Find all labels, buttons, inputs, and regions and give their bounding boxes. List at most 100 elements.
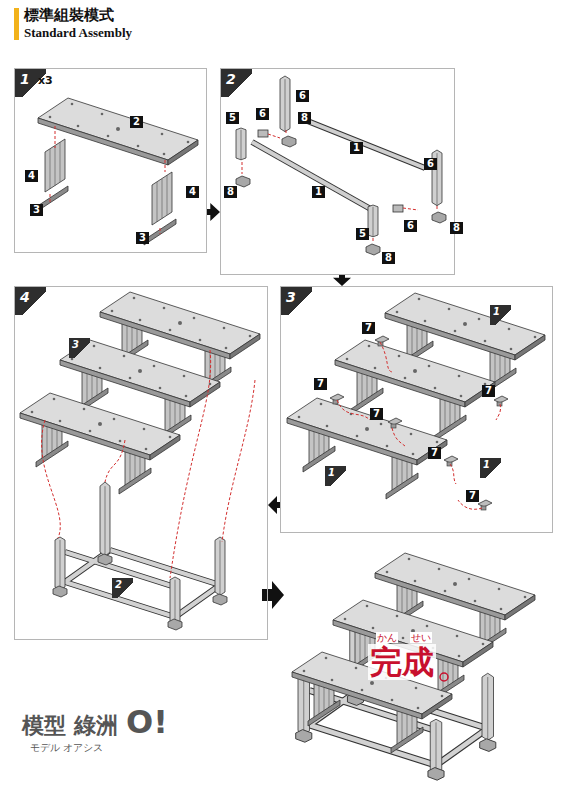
illustration-part: [262, 581, 284, 609]
illustration-part: [50, 126, 165, 234]
callout-number: 7: [428, 447, 441, 459]
illustration-part: [392, 428, 405, 446]
illustration-part: [337, 342, 501, 509]
subtitle: Standard Assembly: [24, 25, 132, 41]
callout-number: 8: [450, 222, 463, 234]
illustration-part: [373, 238, 374, 242]
step-panel: 1x3: [14, 68, 207, 253]
quantity-note: x3: [38, 74, 53, 87]
callout-number: 8: [224, 186, 237, 198]
illustration-part: [252, 142, 376, 212]
callout-number: 5: [356, 228, 369, 240]
furigana: せい: [410, 632, 432, 643]
callout-number: 7: [362, 322, 375, 334]
illustration-part: [337, 400, 370, 420]
illustration-part: [53, 482, 227, 630]
step-panel: 3: [280, 286, 553, 533]
illustration-part: [170, 350, 211, 578]
callout-number: 7: [314, 378, 327, 390]
illustration-part: [287, 398, 447, 499]
illustration-part: [393, 205, 403, 212]
illustration-part: [50, 194, 51, 203]
page-title: 標準組裝模式: [24, 6, 114, 25]
illustration-part: [152, 172, 172, 225]
callout-number: 7: [466, 490, 479, 502]
callout-number: 4: [186, 186, 199, 198]
illustration-part: [300, 118, 425, 168]
illustration-part: [496, 404, 501, 420]
illustration-part: [444, 456, 458, 466]
illustration-part: [242, 130, 437, 242]
illustration-part: [242, 162, 243, 174]
illustration-part: [222, 380, 255, 542]
completion-mark: 完成: [368, 644, 436, 680]
brand-reading: モデル オアシス: [30, 742, 103, 754]
callout-number: 3: [136, 232, 149, 244]
illustration-part: [388, 418, 402, 428]
illustration-part: [252, 142, 376, 212]
illustration-part: [366, 244, 380, 255]
callout-number: 2: [130, 116, 143, 128]
step-arrow: [333, 275, 351, 286]
furigana: かん: [376, 632, 398, 643]
step-panel: 2: [220, 68, 455, 275]
part-badge: 2: [112, 578, 133, 598]
illustration-part: [160, 228, 161, 234]
callout-number: 3: [30, 204, 43, 216]
part-badge: 1: [325, 466, 346, 486]
part-badge: 3: [69, 338, 90, 358]
step-number: 2: [221, 69, 252, 97]
callout-number: 6: [256, 108, 269, 120]
brand-mark: O!: [126, 704, 168, 740]
callout-number: 5: [226, 112, 239, 124]
illustration-part: [403, 208, 418, 210]
illustration-part: [494, 396, 508, 406]
step-panel: 4: [14, 286, 268, 640]
illustration-part: [236, 176, 250, 187]
illustration-part: [14, 8, 19, 40]
callout-number: 8: [382, 252, 395, 264]
step-number: 4: [15, 287, 46, 315]
callout-number: 1: [312, 186, 325, 198]
callout-number: 6: [404, 220, 417, 232]
illustration-part: [375, 336, 389, 346]
callout-number: 6: [424, 158, 437, 170]
illustration-part: [258, 130, 268, 137]
callout-number: 7: [482, 385, 495, 397]
part-badge: 1: [480, 458, 501, 478]
illustration-part: [432, 212, 446, 223]
step-arrow: [268, 496, 280, 514]
callout-number: 8: [298, 112, 311, 124]
illustration-part: [437, 206, 438, 210]
illustration-part: [440, 673, 448, 681]
step-number: 3: [281, 287, 312, 315]
illustration-part: [252, 118, 425, 212]
illustration-part: [380, 342, 392, 372]
step-arrow: [207, 203, 220, 221]
illustration-part: [368, 205, 378, 237]
illustration-part: [42, 350, 255, 578]
callout-number: 1: [350, 142, 363, 154]
illustration-part: [280, 76, 290, 132]
illustration-part: [450, 464, 456, 484]
brand-logo: 模型 綠洲: [22, 712, 118, 738]
illustration-part: [20, 393, 180, 494]
callout-number: 7: [370, 408, 383, 420]
illustration-part: [165, 160, 166, 172]
callout-number: 6: [296, 90, 309, 102]
illustration-part: [300, 118, 425, 168]
illustration-part: [55, 126, 56, 148]
illustration-part: [252, 118, 425, 212]
illustration-part: [330, 394, 344, 404]
illustration-part: [42, 420, 61, 538]
illustration-part: [286, 130, 287, 134]
callout-number: 4: [25, 170, 38, 182]
illustration-part: [236, 128, 246, 160]
illustration-part: [268, 134, 280, 138]
illustration-part: [105, 440, 125, 482]
part-badge: 1: [490, 305, 511, 325]
illustration-part: [282, 136, 296, 147]
